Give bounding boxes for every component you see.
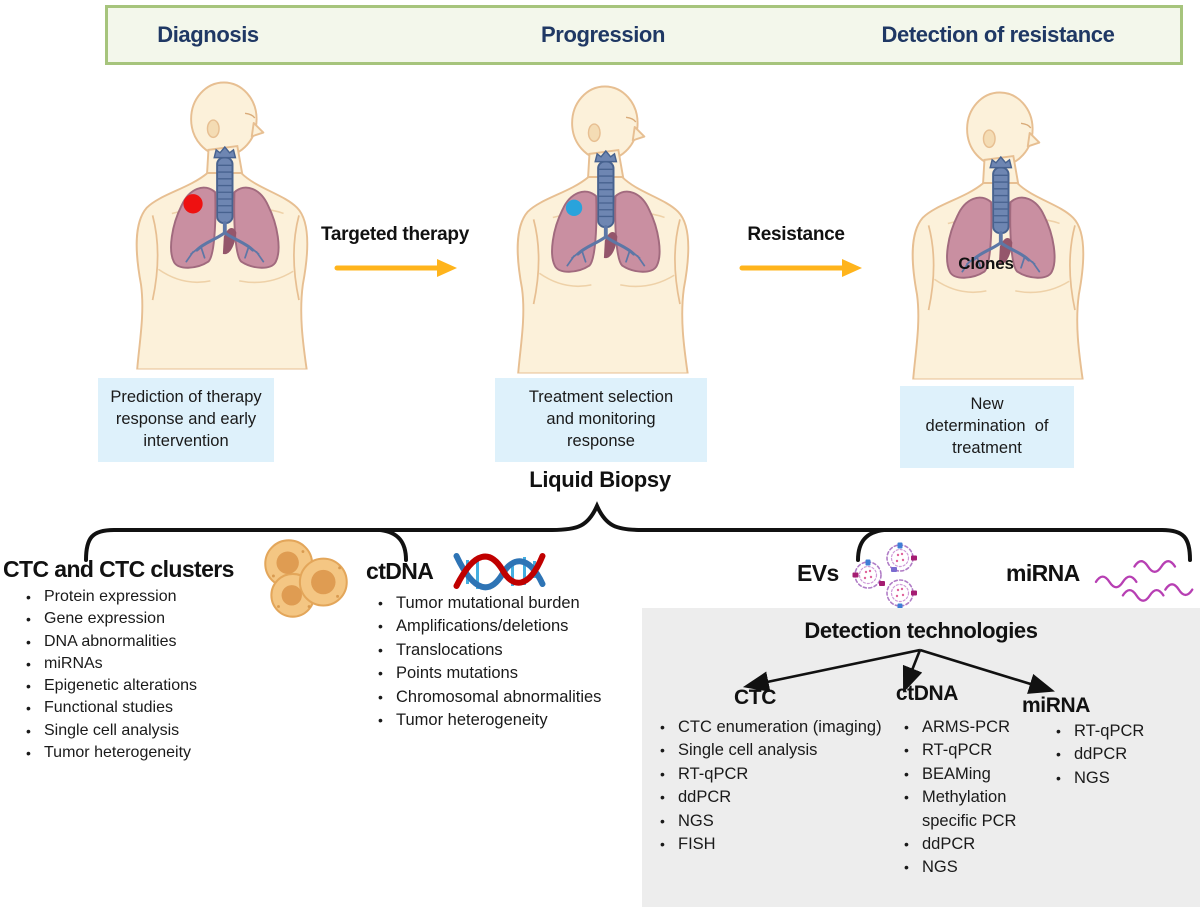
detection-ctc-list: CTC enumeration (imaging) Single cell an… [654, 716, 904, 857]
patient-figure-progression [497, 84, 705, 374]
list-item: Methylation specific PCR [898, 786, 1038, 833]
list-item: RT-qPCR [898, 739, 1038, 763]
phase-detection-resistance: Detection of resistance [881, 22, 1115, 47]
detection-title: Detection technologies [804, 618, 1038, 643]
mirna-squiggle-icon [1094, 560, 1194, 602]
list-item: miRNAs [20, 653, 270, 676]
targeted-therapy-arrow-icon [334, 259, 457, 277]
tumor-dot-blue [565, 199, 583, 216]
list-item: Translocations [372, 639, 672, 663]
detection-col-ctdna-title: ctDNA [895, 682, 959, 705]
ctc-cluster-icon [264, 539, 348, 618]
dna-helix-icon [453, 553, 546, 591]
ctc-feature-list: Protein expression Gene expression DNA a… [20, 586, 270, 765]
list-item: NGS [898, 856, 1038, 880]
list-item: Chromosomal abnormalities [372, 686, 672, 710]
list-item: Points mutations [372, 662, 672, 686]
detection-arrows-icon [742, 648, 1055, 694]
list-item: NGS [1050, 767, 1190, 791]
list-item: Epigenetic alterations [20, 675, 270, 698]
list-item: Tumor mutational burden [372, 592, 672, 616]
list-item: DNA abnormalities [20, 631, 270, 654]
list-item: CTC enumeration (imaging) [654, 716, 904, 740]
evs-category-title: EVs [797, 560, 839, 586]
caption-resistance: New determination of treatment [900, 386, 1074, 468]
clones-label: Clones [958, 254, 1014, 273]
detection-panel: Detection technologies CTC ctDNA miRNA C… [642, 608, 1200, 907]
caption-diagnosis: Prediction of therapy response and early… [98, 378, 274, 462]
list-item: Single cell analysis [654, 739, 904, 763]
mirna-category-title: miRNA [1006, 560, 1080, 586]
detection-mirna-list: RT-qPCR ddPCR NGS [1050, 720, 1190, 791]
caption-progression: Treatment selection and monitoring respo… [495, 378, 707, 462]
patient-figure-resistance [892, 90, 1100, 380]
tumor-dot-red [183, 194, 203, 214]
list-item: ARMS-PCR [898, 716, 1038, 740]
detection-ctdna-list: ARMS-PCR RT-qPCR BEAMing Methylation spe… [898, 716, 1038, 880]
list-item: NGS [654, 810, 904, 834]
list-item: ddPCR [898, 833, 1038, 857]
liquid-biopsy-brace-icon [84, 501, 1192, 562]
list-item: Amplifications/deletions [372, 615, 672, 639]
ctc-category-title: CTC and CTC clusters [3, 556, 234, 582]
resistance-arrow-icon [739, 259, 862, 277]
list-item: RT-qPCR [654, 763, 904, 787]
list-item: Tumor heterogeneity [20, 742, 270, 765]
phase-diagnosis: Diagnosis [157, 22, 259, 47]
list-item: Tumor heterogeneity [372, 709, 672, 733]
liquid-biopsy-title: Liquid Biopsy [529, 467, 671, 492]
list-item: Single cell analysis [20, 720, 270, 743]
extracellular-vesicles-icon [852, 542, 917, 610]
list-item: ddPCR [1050, 743, 1190, 767]
list-item: ddPCR [654, 786, 904, 810]
ctdna-category-title: ctDNA [366, 558, 434, 584]
targeted-therapy-label: Targeted therapy [321, 224, 469, 245]
list-item: FISH [654, 833, 904, 857]
list-item: Protein expression [20, 586, 270, 609]
ctdna-feature-list: Tumor mutational burden Amplifications/d… [372, 592, 672, 733]
phase-progression: Progression [541, 22, 665, 47]
patient-figure-diagnosis [116, 80, 324, 370]
list-item: BEAMing [898, 763, 1038, 787]
detection-col-ctc-title: CTC [734, 686, 776, 709]
detection-col-mirna-title: miRNA [1021, 694, 1090, 717]
list-item: RT-qPCR [1050, 720, 1190, 744]
phase-banner: Diagnosis Progression Detection of resis… [105, 5, 1183, 65]
list-item: Functional studies [20, 697, 270, 720]
resistance-label: Resistance [747, 224, 845, 245]
list-item: Gene expression [20, 608, 270, 631]
